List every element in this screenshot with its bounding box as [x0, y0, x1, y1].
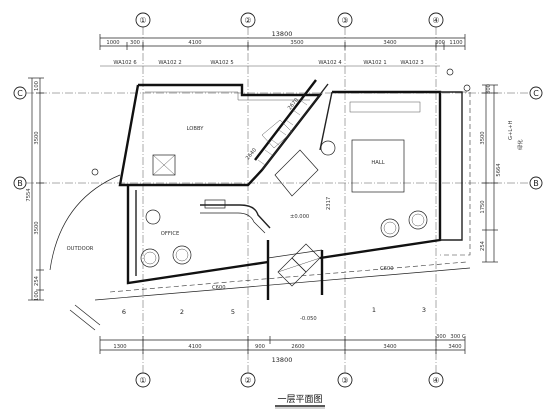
dim-right-seg-1: 300 [486, 84, 492, 94]
axis-label-1-bottom: ① [139, 376, 146, 385]
top-axis-bubbles: ① ② ③ ④ [135, 12, 444, 28]
dim-top-seg-2: 300 [130, 40, 140, 46]
dim-left-seg-5: 100 [34, 291, 40, 301]
axis-label-2-top: ② [244, 16, 251, 25]
table-round-3 [380, 218, 400, 238]
wall-hatch [257, 99, 308, 166]
section-mark-5: WA102 1 [363, 60, 386, 66]
dim-bottom-seg-6: 300 [436, 334, 446, 340]
axis-label-4-bottom: ④ [432, 376, 439, 385]
axis-label-c-left: C [17, 89, 23, 98]
section-marks: WA102 6 WA102 2 WA102 5 WA102 4 WA102 1 … [100, 60, 454, 76]
bottom-num-4: 1 [372, 306, 376, 314]
dim-bottom-seg-1: 1300 [113, 344, 126, 350]
bottom-num-1: 6 [122, 308, 126, 316]
hall-label: HALL [371, 160, 384, 166]
dim-left-seg-4: 254 [34, 275, 40, 286]
marker-left [91, 168, 99, 176]
dim-left-seg-3: 3500 [34, 221, 40, 234]
axis-label-3-bottom: ③ [341, 376, 348, 385]
dimension-top: 13800 1000 300 4100 3500 3400 300 1100 [99, 30, 466, 50]
building-walls [94, 79, 471, 301]
elev-main: ±0.000 [290, 214, 309, 220]
dim-right-seg-4: 1750 [480, 200, 486, 213]
outdoor-label: OUTDOOR [67, 246, 94, 252]
outdoor-curve-line [49, 174, 121, 271]
bottom-axis-bubbles: ① ② ③ ④ [135, 372, 444, 388]
dim-top-overall: 13800 [272, 30, 293, 38]
section-mark-2: WA102 2 [158, 60, 181, 66]
axis-label-2-bottom: ② [244, 376, 251, 385]
axis-grid-lines [26, 27, 530, 373]
dim-bottom-seg-2: 4100 [188, 344, 201, 350]
dim-top-seg-5: 3400 [383, 40, 396, 46]
axis-label-3-top: ③ [341, 16, 348, 25]
right-note-g: G+L+H [508, 120, 514, 140]
dim-bottom-overall: 13800 [272, 356, 293, 364]
hall-column-square [351, 139, 405, 193]
table-round-4 [408, 210, 428, 230]
marker-right-top [463, 84, 471, 92]
dimension-left: 7554 100 3500 3500 254 100 [26, 77, 44, 301]
bottom-num-5: 3 [422, 306, 426, 314]
furniture [140, 101, 428, 268]
dim-2317: 2317 [326, 197, 332, 210]
chair-1 [145, 209, 161, 225]
dim-bottom-extra: 300 C [450, 334, 466, 340]
dim-top-seg-4: 3500 [290, 40, 303, 46]
axis-bubble-c-right [529, 86, 543, 100]
dim-left-seg-1: 100 [34, 81, 40, 91]
bottom-num-2: 2 [180, 308, 184, 316]
dim-top-seg-1: 1000 [106, 40, 119, 46]
right-note-green: 绿化 [516, 140, 524, 150]
axis-label-1-top: ① [139, 16, 146, 25]
dim-top-seg-3: 4100 [188, 40, 201, 46]
dim-top-seg-6: 300 [435, 40, 445, 46]
entry-doors [277, 243, 321, 287]
dim-left-overall: 7554 [26, 188, 32, 202]
axis-label-b-right: B [533, 179, 539, 188]
table-round-1 [140, 248, 160, 268]
dim-right-seg-5: 254 [480, 240, 486, 251]
window-mark-2: C600 [380, 266, 394, 272]
dim-left-seg-2: 3500 [34, 131, 40, 144]
dim-bottom-seg-5: 3400 [383, 344, 396, 350]
counter [204, 199, 226, 209]
stair-box-upper [152, 154, 176, 176]
section-mark-1: WA102 6 [113, 60, 136, 66]
axis-bubble-b-right [529, 176, 543, 190]
chair-2 [320, 140, 336, 156]
dimension-bottom: 1300 4100 900 2600 3400 300 3400 300 C 1… [99, 334, 466, 364]
dim-right-seg-2: 3500 [480, 131, 486, 144]
section-arrow-marker [446, 68, 454, 76]
table-round-2 [172, 245, 192, 265]
elev-lower: -0.050 [300, 316, 317, 322]
section-mark-4: WA102 4 [318, 60, 342, 66]
section-mark-6: WA102 3 [400, 60, 423, 66]
bottom-num-3: 5 [231, 308, 235, 316]
reception-desk [349, 101, 421, 113]
drawing-title: 一层平面图 [277, 394, 322, 405]
left-axis-bubbles: C B C B [13, 86, 543, 190]
dim-bottom-seg-4: 2600 [291, 344, 304, 350]
axis-label-b-left: B [17, 179, 23, 188]
dim-bottom-seg-7: 3400 [448, 344, 461, 350]
office-label: OFFICE [161, 231, 179, 237]
axis-label-4-top: ④ [432, 16, 439, 25]
lobby-label: LOBBY [187, 126, 205, 132]
bottom-row-numbers: 6 2 5 1 3 [122, 306, 426, 316]
dimension-right: 300 3500 5664 1750 254 G+L+H 绿化 [480, 84, 524, 263]
dim-top-seg-7: 1100 [449, 40, 462, 46]
dim-right-seg-3: 5664 [496, 163, 502, 177]
window-mark-1: C600 [212, 285, 226, 291]
dim-bottom-seg-3: 900 [255, 344, 265, 350]
section-mark-3: WA102 5 [210, 60, 233, 66]
axis-label-c-right: C [533, 89, 539, 98]
